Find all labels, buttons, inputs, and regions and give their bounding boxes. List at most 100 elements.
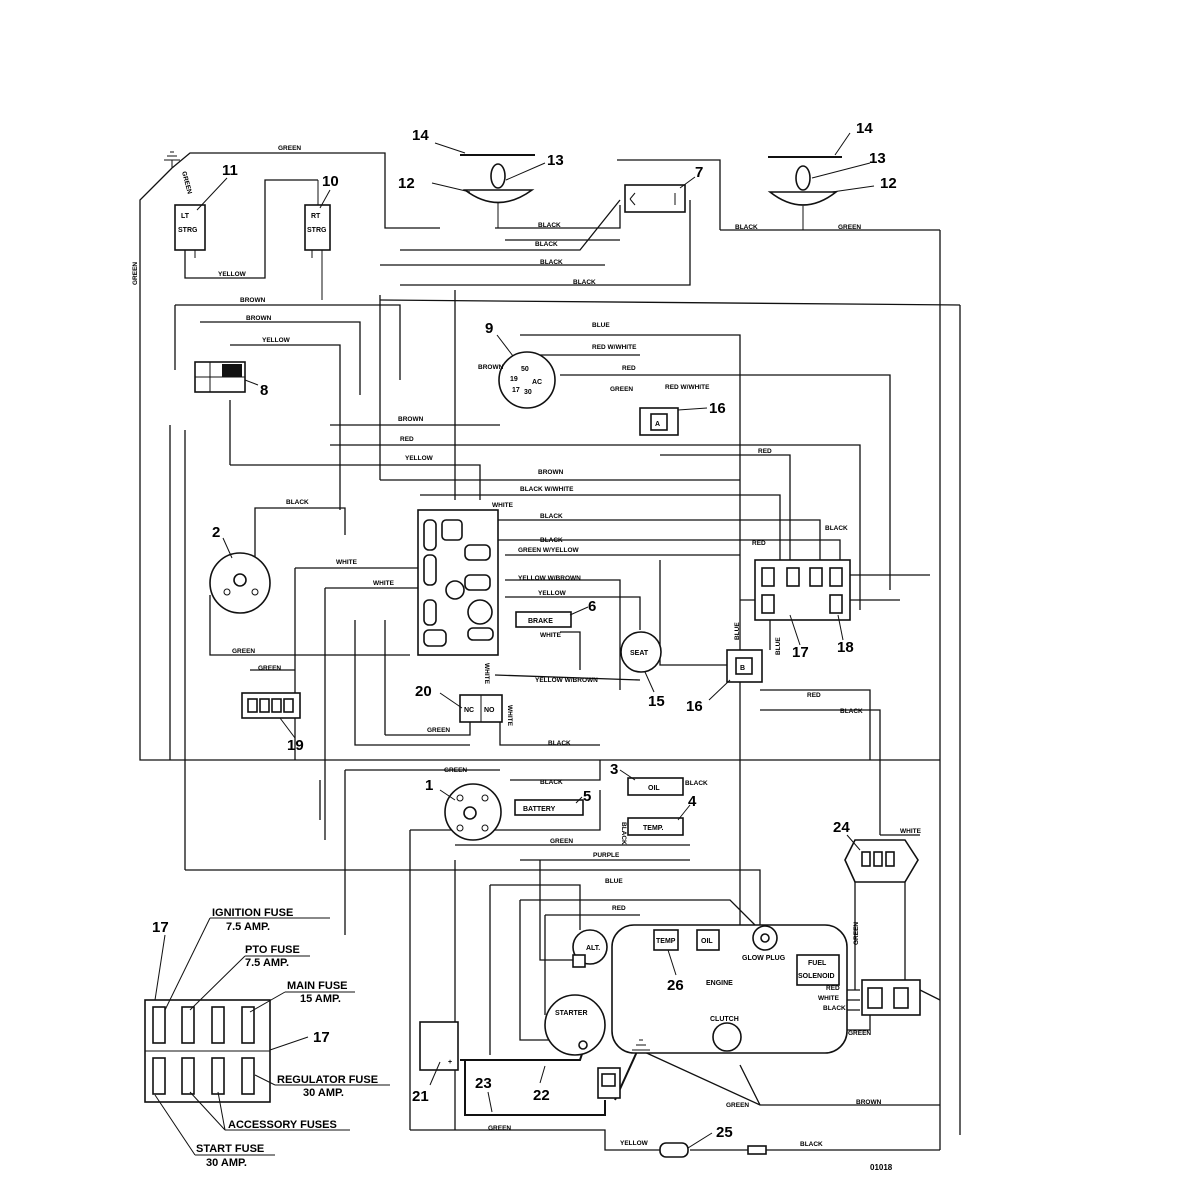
- svg-text:WHITE: WHITE: [373, 580, 395, 587]
- svg-text:RED: RED: [612, 905, 626, 912]
- pto-fuse-label: PTO FUSE: [245, 944, 300, 956]
- svg-text:BROWN: BROWN: [538, 469, 564, 476]
- ignition-fuse-label: IGNITION FUSE: [212, 907, 293, 919]
- callout-24: 24: [833, 819, 850, 836]
- svg-text:50: 50: [521, 366, 529, 373]
- svg-text:GREEN: GREEN: [848, 1030, 871, 1037]
- svg-text:TEMP: TEMP: [656, 938, 676, 945]
- svg-text:BLACK: BLACK: [540, 537, 563, 544]
- svg-text:BLACK: BLACK: [538, 222, 561, 229]
- svg-text:SEAT: SEAT: [630, 650, 649, 657]
- svg-text:GREEN: GREEN: [278, 145, 301, 152]
- svg-text:YELLOW: YELLOW: [262, 337, 291, 344]
- right-steering-switch: RT STRG: [304, 180, 331, 300]
- engine-ground: [632, 1039, 650, 1051]
- solenoid-connector: [861, 979, 921, 1016]
- svg-text:GREEN: GREEN: [180, 171, 193, 195]
- relay-bank: [754, 559, 851, 621]
- svg-text:YELLOW: YELLOW: [620, 1140, 649, 1147]
- temp-light: TEMP.: [627, 817, 684, 836]
- svg-text:GREEN: GREEN: [726, 1102, 749, 1109]
- callout-5: 5: [583, 788, 591, 805]
- svg-text:SOLENOID: SOLENOID: [798, 973, 835, 980]
- svg-text:FUEL: FUEL: [808, 960, 827, 967]
- wire-labels: GREEN GREEN GREEN YELLOW BROWN BROWN YEL…: [132, 145, 922, 1148]
- svg-text:ENGINE: ENGINE: [706, 980, 733, 987]
- svg-text:WHITE: WHITE: [540, 632, 562, 639]
- svg-text:WHITE: WHITE: [483, 663, 490, 685]
- svg-text:BLACK: BLACK: [286, 499, 309, 506]
- connector-25: [659, 1142, 767, 1158]
- svg-text:BROWN: BROWN: [240, 297, 266, 304]
- svg-text:YELLOW: YELLOW: [405, 455, 434, 462]
- fuse-labels: IGNITION FUSE 7.5 AMP. PTO FUSE 7.5 AMP.…: [196, 907, 378, 1169]
- voltage-regulator: [844, 839, 919, 883]
- svg-text:BROWN: BROWN: [398, 416, 424, 423]
- callout-10: 10: [322, 173, 339, 190]
- fuel-solenoid: FUEL SOLENOID: [796, 954, 840, 986]
- battery: +: [419, 1021, 459, 1071]
- callout-3: 3: [610, 761, 618, 778]
- interlock-switch: NC NO: [459, 694, 503, 723]
- svg-text:BLACK: BLACK: [540, 513, 563, 520]
- svg-text:STRG: STRG: [307, 227, 327, 234]
- svg-text:RED: RED: [758, 448, 772, 455]
- callout-1: 1: [425, 777, 433, 794]
- svg-text:WHITE: WHITE: [900, 828, 922, 835]
- callout-numbers: 14 13 12 14 13 12 7 11 10 8 9 16 2 6 15 …: [152, 120, 897, 1141]
- svg-text:19: 19: [510, 376, 518, 383]
- callout-19: 19: [287, 737, 304, 754]
- svg-text:RED: RED: [400, 436, 414, 443]
- svg-text:WHITE: WHITE: [818, 995, 840, 1002]
- svg-text:BATTERY: BATTERY: [523, 806, 556, 813]
- left-headlamp: [460, 154, 535, 228]
- svg-text:RED: RED: [807, 692, 821, 699]
- glow-plug: GLOW PLUG: [742, 925, 786, 962]
- callout-2: 2: [212, 524, 220, 541]
- callout-17-fuse-top: 17: [152, 919, 169, 936]
- callout-7: 7: [695, 164, 703, 181]
- svg-text:BLACK: BLACK: [573, 279, 596, 286]
- seat-switch: SEAT: [620, 631, 662, 673]
- oil-sender: OIL: [696, 929, 720, 951]
- callout-25: 25: [716, 1124, 733, 1141]
- svg-text:RED W/WHITE: RED W/WHITE: [592, 344, 637, 351]
- svg-text:BLUE: BLUE: [592, 322, 610, 329]
- start-fuse-amp: 30 AMP.: [206, 1157, 247, 1169]
- svg-text:BLACK: BLACK: [735, 224, 758, 231]
- left-steering-switch: LT STRG: [174, 204, 206, 258]
- svg-text:GREEN: GREEN: [853, 922, 860, 945]
- callout-14-right: 14: [856, 120, 873, 137]
- svg-text:NO: NO: [484, 707, 495, 714]
- svg-text:GREEN: GREEN: [258, 665, 281, 672]
- callout-leaders: [154, 132, 875, 1156]
- diode-block: [194, 361, 246, 393]
- svg-text:CLUTCH: CLUTCH: [710, 1016, 739, 1023]
- svg-text:GREEN: GREEN: [488, 1125, 511, 1132]
- starter: STARTER: [544, 994, 606, 1056]
- svg-text:GREEN: GREEN: [132, 262, 139, 285]
- main-fuse-amp: 15 AMP.: [300, 993, 341, 1005]
- svg-text:STARTER: STARTER: [555, 1010, 588, 1017]
- callout-23: 23: [475, 1075, 492, 1092]
- relay-a: A: [639, 407, 679, 436]
- callout-18: 18: [837, 639, 854, 656]
- drawing-number: 01018: [870, 1163, 893, 1172]
- svg-text:GREEN: GREEN: [444, 767, 467, 774]
- svg-text:GREEN: GREEN: [838, 224, 861, 231]
- fuse-holder-19: [241, 692, 301, 719]
- svg-text:YELLOW: YELLOW: [218, 271, 247, 278]
- svg-text:BLUE: BLUE: [734, 622, 741, 640]
- svg-text:BLACK: BLACK: [540, 779, 563, 786]
- svg-text:AC: AC: [532, 379, 542, 386]
- svg-text:BROWN: BROWN: [478, 364, 504, 371]
- callout-22: 22: [533, 1087, 550, 1104]
- main-connector-block: [417, 509, 499, 656]
- callout-16-top: 16: [709, 400, 726, 417]
- svg-text:BLACK: BLACK: [535, 241, 558, 248]
- svg-text:GLOW PLUG: GLOW PLUG: [742, 955, 786, 962]
- svg-text:GREEN: GREEN: [427, 727, 450, 734]
- svg-text:RED: RED: [622, 365, 636, 372]
- svg-text:RED W/WHITE: RED W/WHITE: [665, 384, 710, 391]
